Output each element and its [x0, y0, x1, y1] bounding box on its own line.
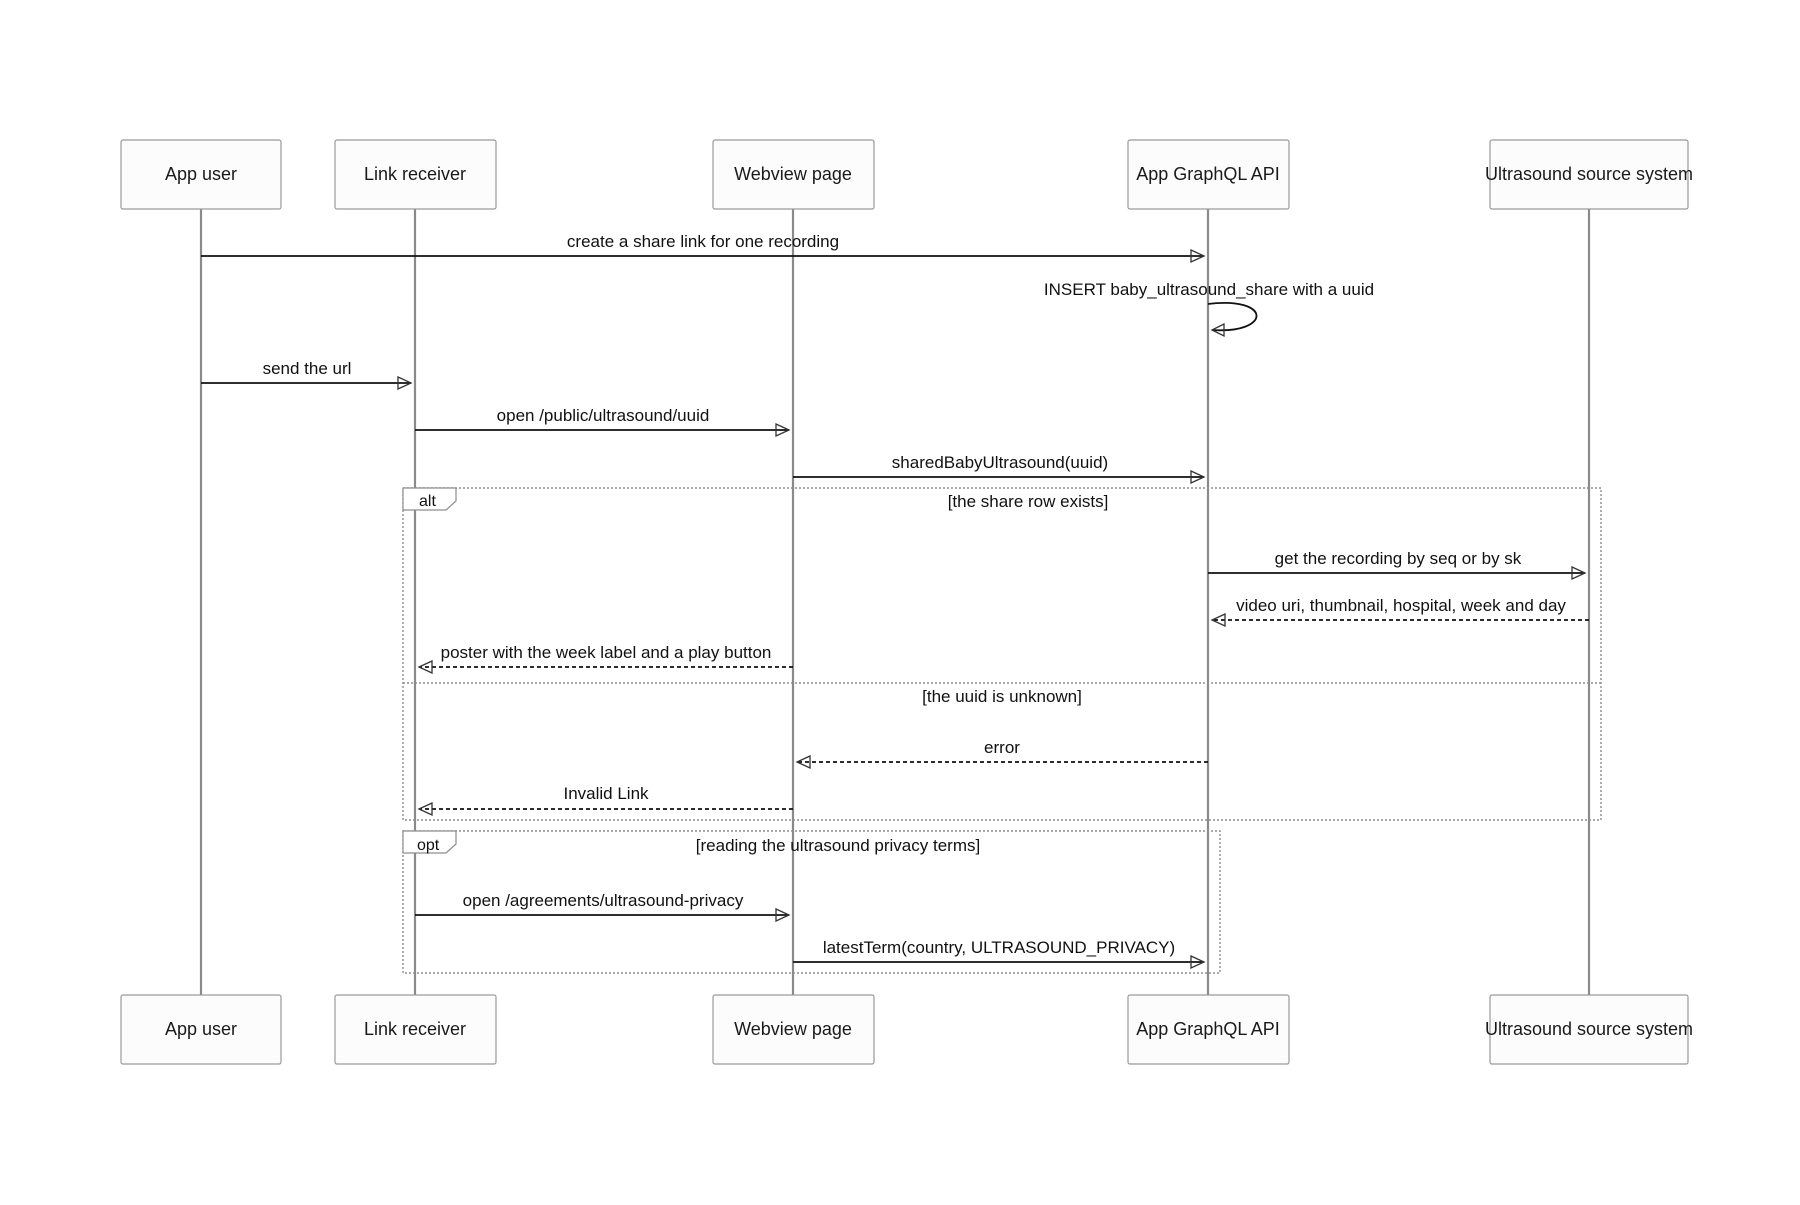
opt-frame — [402, 830, 1221, 974]
message-label: INSERT baby_ultrasound_share with a uuid — [1044, 280, 1374, 299]
alt-fragment: alt [the share row exists] [the uuid is … — [402, 487, 1602, 821]
participants-bottom: App user Link receiver Webview page App … — [120, 994, 1693, 1065]
arrowhead — [1210, 322, 1225, 338]
arrowhead — [775, 422, 791, 438]
message-shared-baby-ultrasound: sharedBabyUltrasound(uuid) — [793, 453, 1206, 485]
arrowhead — [775, 907, 791, 923]
message-invalid-link-reply: Invalid Link — [417, 784, 793, 817]
arrowhead — [397, 375, 413, 391]
participant-label: Webview page — [734, 1019, 852, 1039]
message-label: Invalid Link — [563, 784, 649, 803]
opt-condition: [reading the ultrasound privacy terms] — [696, 836, 980, 855]
participant-webview-page-bottom: Webview page — [712, 994, 875, 1065]
participant-ultrasound-source-system: Ultrasound source system — [1485, 139, 1693, 210]
message-latest-term: latestTerm(country, ULTRASOUND_PRIVACY) — [793, 938, 1206, 970]
participant-ultrasound-source-system-bottom: Ultrasound source system — [1485, 994, 1693, 1065]
participant-label: App GraphQL API — [1136, 164, 1279, 184]
participant-label: Link receiver — [364, 1019, 466, 1039]
participant-webview-page: Webview page — [712, 139, 875, 210]
participant-box — [334, 994, 497, 1065]
participant-label: Webview page — [734, 164, 852, 184]
participant-label: Link receiver — [364, 164, 466, 184]
participant-app-user: App user — [120, 139, 282, 210]
participant-app-graphql-api: App GraphQL API — [1127, 139, 1290, 210]
participant-label: App user — [165, 1019, 237, 1039]
participant-box — [1127, 994, 1290, 1065]
message-self-loop — [1207, 302, 1258, 332]
arrowhead — [1210, 612, 1226, 628]
message-send-url: send the url — [201, 359, 413, 391]
alt-condition-1: [the share row exists] — [948, 492, 1109, 511]
participant-box — [120, 139, 282, 210]
arrowhead — [1571, 565, 1587, 581]
message-label: poster with the week label and a play bu… — [441, 643, 772, 662]
message-label: latestTerm(country, ULTRASOUND_PRIVACY) — [823, 938, 1175, 957]
participant-link-receiver: Link receiver — [334, 139, 497, 210]
participant-label: Ultrasound source system — [1485, 164, 1693, 184]
arrowhead — [417, 659, 433, 675]
alt-label: alt — [419, 493, 436, 510]
arrowhead — [1190, 248, 1206, 264]
message-error-reply: error — [795, 738, 1208, 770]
message-label: open /public/ultrasound/uuid — [497, 406, 710, 425]
opt-tab — [402, 830, 457, 854]
message-poster-reply: poster with the week label and a play bu… — [417, 643, 793, 675]
opt-label: opt — [417, 837, 440, 854]
message-create-share-link: create a share link for one recording — [201, 232, 1206, 264]
arrowhead — [1190, 954, 1206, 970]
message-label: create a share link for one recording — [567, 232, 839, 251]
messages: create a share link for one recording IN… — [201, 232, 1589, 970]
arrowhead — [795, 754, 811, 770]
participant-label: App GraphQL API — [1136, 1019, 1279, 1039]
message-label: error — [984, 738, 1020, 757]
message-get-recording: get the recording by seq or by sk — [1208, 549, 1587, 581]
participant-box — [712, 139, 875, 210]
message-open-agreements: open /agreements/ultrasound-privacy — [415, 891, 791, 923]
participant-box — [712, 994, 875, 1065]
participant-box — [1127, 139, 1290, 210]
message-label: send the url — [263, 359, 352, 378]
participant-label: Ultrasound source system — [1485, 1019, 1693, 1039]
message-label: get the recording by seq or by sk — [1275, 549, 1522, 568]
alt-condition-2: [the uuid is unknown] — [922, 687, 1082, 706]
participant-box — [1489, 139, 1689, 210]
opt-fragment: opt [reading the ultrasound privacy term… — [402, 830, 1221, 974]
message-label: open /agreements/ultrasound-privacy — [463, 891, 744, 910]
participants-top: App user Link receiver Webview page App … — [120, 139, 1693, 210]
participant-app-user-bottom: App user — [120, 994, 282, 1065]
message-label: sharedBabyUltrasound(uuid) — [892, 453, 1108, 472]
participant-app-graphql-api-bottom: App GraphQL API — [1127, 994, 1290, 1065]
participant-label: App user — [165, 164, 237, 184]
participant-box — [120, 994, 282, 1065]
message-video-uri-reply: video uri, thumbnail, hospital, week and… — [1210, 596, 1589, 628]
alt-frame — [402, 487, 1602, 821]
participant-link-receiver-bottom: Link receiver — [334, 994, 497, 1065]
lifelines — [199, 209, 1591, 996]
message-insert-share-row: INSERT baby_ultrasound_share with a uuid — [1044, 280, 1374, 338]
participant-box — [334, 139, 497, 210]
message-open-public-ultrasound: open /public/ultrasound/uuid — [415, 406, 791, 438]
participant-box — [1489, 994, 1689, 1065]
alt-tab — [402, 487, 457, 511]
arrowhead — [1190, 469, 1206, 485]
arrowhead — [417, 801, 433, 817]
message-label: video uri, thumbnail, hospital, week and… — [1236, 596, 1566, 615]
